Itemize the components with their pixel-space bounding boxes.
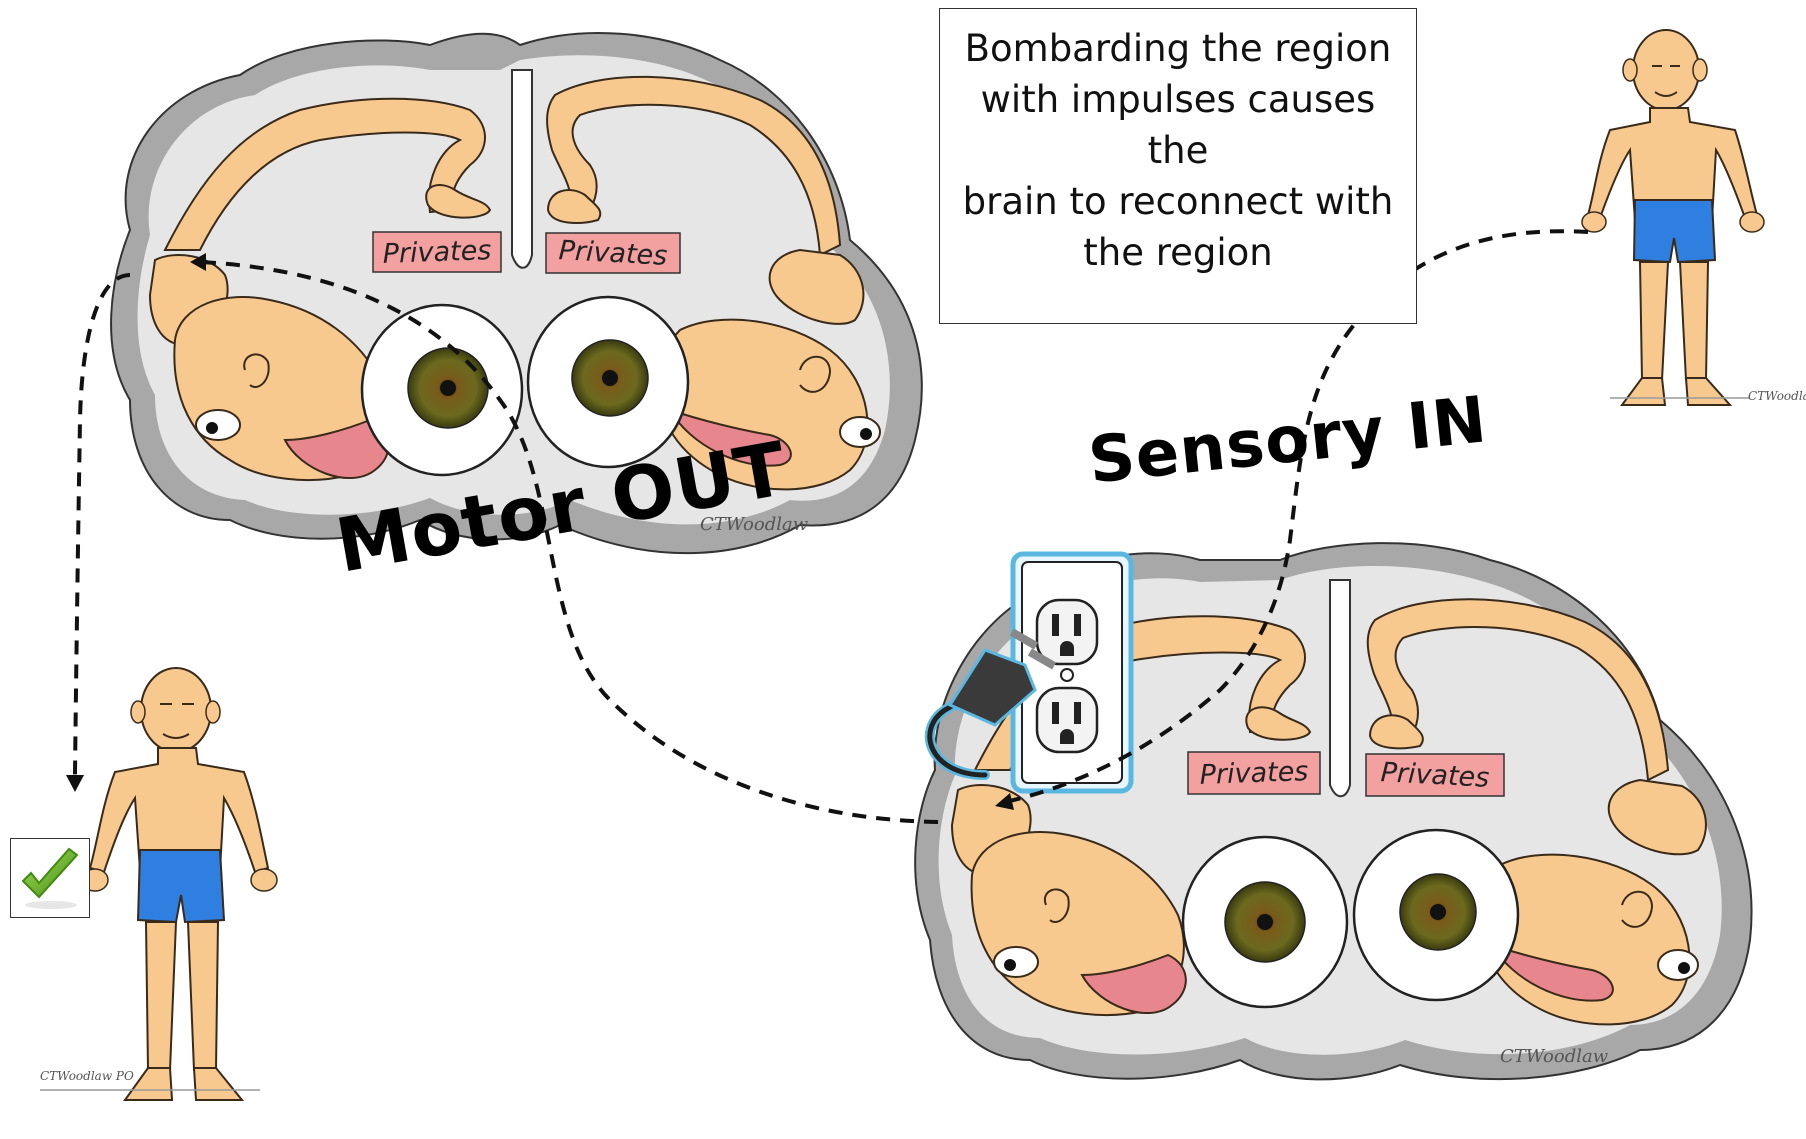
brain-top-right-eye — [840, 417, 880, 447]
checkmark-icon — [11, 839, 88, 916]
caption-line-2: with impulses causes the — [958, 74, 1398, 176]
figure-bottom-left-signature: CTWoodlaw PO — [40, 1069, 134, 1083]
brain-top-left-eye — [196, 410, 240, 440]
brain-bottom-right-eye — [1658, 950, 1698, 980]
caption-box: Bombarding the region with impulses caus… — [939, 8, 1417, 324]
brain-bottom-left-eye — [994, 947, 1038, 977]
caption-line-3: brain to reconnect with — [958, 176, 1398, 227]
brain-top-fissure — [512, 70, 532, 268]
caption-line-1: Bombarding the region — [958, 23, 1398, 74]
brain-top-privates-left: Privates — [382, 235, 492, 270]
checkmark-box — [10, 838, 90, 918]
brain-bottom-fissure — [1330, 580, 1350, 796]
human-figure-top-right: CTWoodlaw '09 — [1582, 30, 1806, 405]
caption-line-4: the region — [958, 227, 1398, 278]
figure-top-right-signature: CTWoodlaw '09 — [1748, 389, 1806, 403]
brain-bottom-privates-left: Privates — [1199, 756, 1309, 791]
arrowhead-motor-to-body — [66, 775, 84, 792]
brain-bottom-signature: CTWoodlaw — [1500, 1046, 1609, 1067]
electrical-outlet-icon — [1013, 554, 1131, 791]
brain-bottom-privates-right: Privates — [1380, 757, 1490, 794]
brain-top-privates-right: Privates — [558, 235, 668, 272]
